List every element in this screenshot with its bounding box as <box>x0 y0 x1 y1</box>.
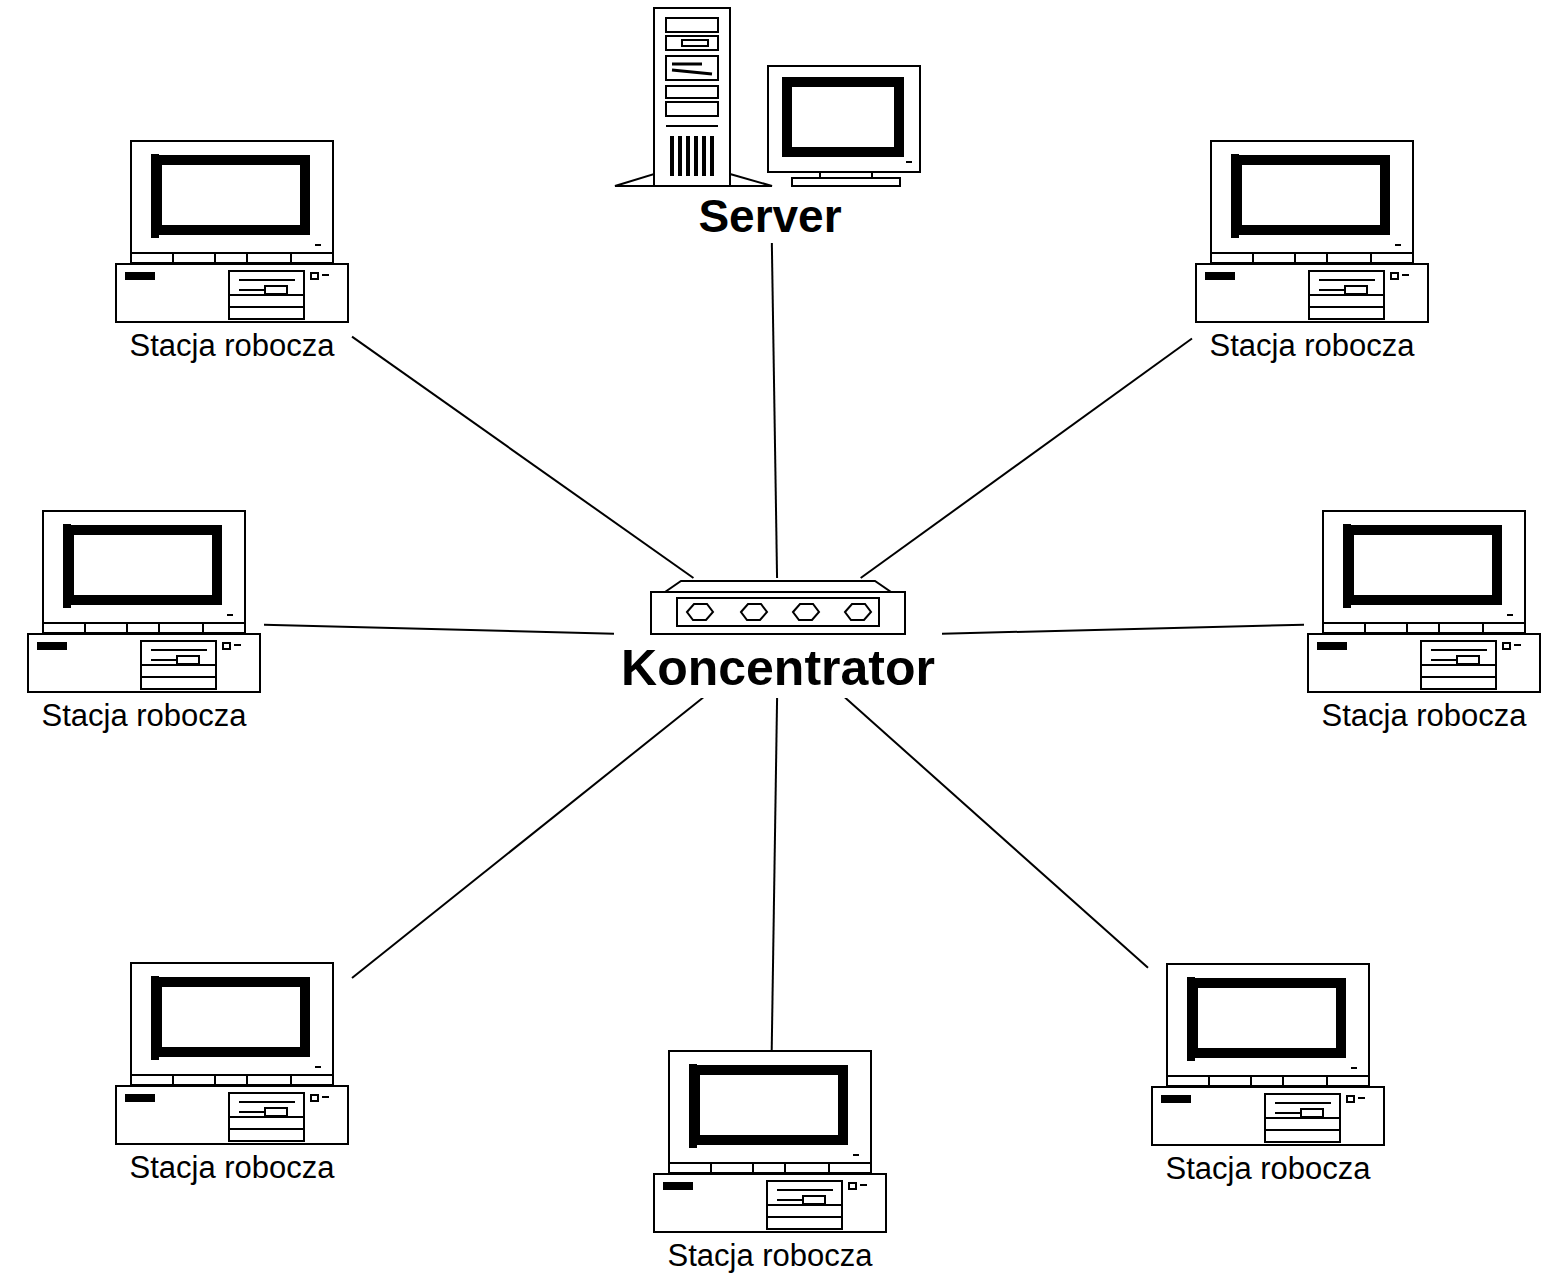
server-node: Server <box>612 6 928 243</box>
node-label: Stacja robocza <box>664 1238 875 1274</box>
workstation-node: Stacja robocza <box>1148 963 1388 1187</box>
node-label: Stacja robocza <box>1206 328 1417 364</box>
node-label: Stacja robocza <box>1162 1151 1373 1187</box>
workstation-node: Stacja robocza <box>24 510 264 734</box>
node-label: Stacja robocza <box>38 698 249 734</box>
workstation-icon <box>1151 963 1385 1149</box>
workstation-icon <box>1307 510 1541 696</box>
network-cable <box>772 698 777 1051</box>
workstation-icon <box>27 510 261 696</box>
network-cable <box>352 337 693 578</box>
workstation-node: Stacja robocza <box>1192 140 1432 364</box>
workstation-icon <box>115 140 349 326</box>
network-cable <box>845 698 1148 968</box>
network-cable <box>861 339 1192 578</box>
workstation-icon <box>1195 140 1429 326</box>
workstation-node: Stacja robocza <box>1304 510 1544 734</box>
server-icon <box>612 6 928 190</box>
workstation-node: Stacja robocza <box>650 1050 890 1274</box>
node-label: Stacja robocza <box>1318 698 1529 734</box>
network-cable <box>352 698 703 978</box>
node-label: Stacja robocza <box>126 328 337 364</box>
network-cable <box>264 625 614 634</box>
hub-icon <box>647 578 909 640</box>
workstation-icon <box>653 1050 887 1236</box>
hub-node: Koncentrator <box>614 578 942 698</box>
node-label: Stacja robocza <box>126 1150 337 1186</box>
network-cable <box>772 243 777 578</box>
workstation-node: Stacja robocza <box>112 962 352 1186</box>
workstation-icon <box>115 962 349 1148</box>
node-label: Server <box>695 190 844 243</box>
node-label: Koncentrator <box>618 640 938 698</box>
workstation-node: Stacja robocza <box>112 140 352 364</box>
network-cable <box>942 625 1304 634</box>
